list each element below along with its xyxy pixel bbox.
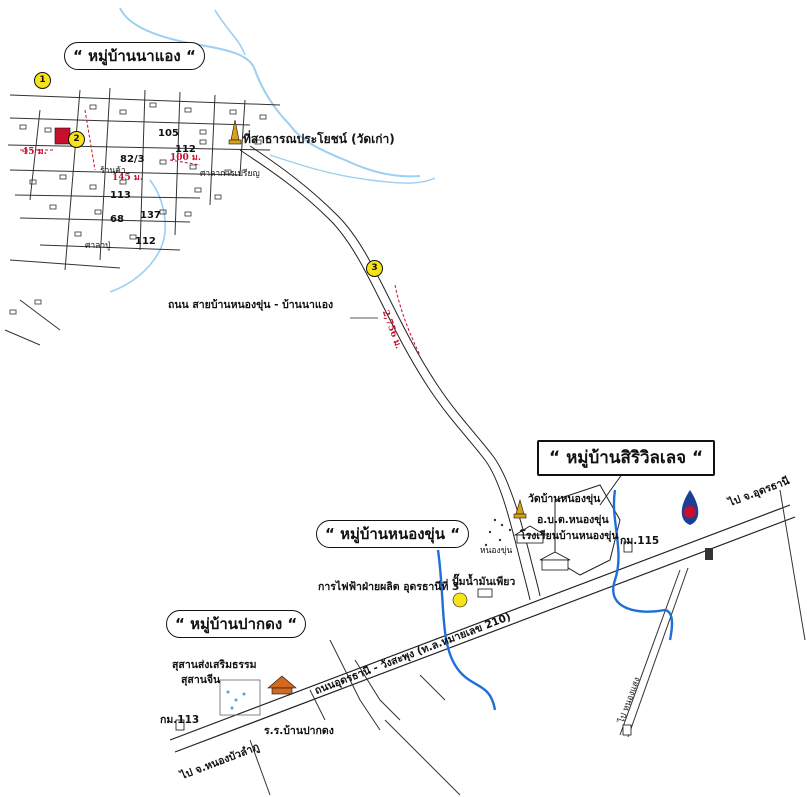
highway-210 (169, 504, 796, 753)
house-number-113: 113 (110, 190, 131, 201)
label-km113: กม.113 (160, 714, 200, 726)
distance-45: 45 ม. (22, 147, 47, 157)
distance-100: 100 ม. (170, 153, 201, 163)
label-cemetery-chin: สุสานจีน (181, 674, 221, 686)
label-electricity: การไฟฟ้าฝ่ายผลิต อุดรธานีที่ 3 (318, 581, 460, 593)
label-school-pak-dong: ร.ร.บ้านปากดง (264, 725, 334, 737)
house-symbols (9, 102, 267, 315)
label-public-land: ที่สาธารณประโยชน์ (วัดเก่า) (243, 132, 395, 146)
obt-building-icon (539, 551, 571, 571)
rivers (436, 489, 674, 711)
label-market: ศาลาปู่ (85, 241, 111, 251)
nong-khun-marks (484, 518, 512, 547)
label-shop: ร้านค้า (100, 166, 126, 176)
label-gas-station: ปั๊มน้ำมันเพียว (452, 576, 516, 588)
village-na-aeng-label: “ หมู่บ้านนาแอง “ (64, 42, 205, 70)
label-school-nong-khun: โรงเรียนบ้านหนองขุ่น (520, 530, 619, 542)
siriwillej-logo (681, 490, 699, 525)
house-number-68: 68 (110, 214, 124, 225)
electricity-icon (452, 592, 468, 608)
village-grid (4, 87, 281, 346)
km-post-icon (175, 541, 633, 736)
distance-lines-village (20, 109, 201, 171)
label-cemetery-songserm: สุสานส่งเสริมธรรม (172, 659, 257, 671)
house-number-112a: 112 (175, 144, 196, 155)
village-siriwillej-label: “ หมู่บ้านสิริวิลเลจ “ (537, 440, 716, 476)
side-roads (249, 489, 806, 796)
label-wat-nong-khun: วัดบ้านหนองขุ่น (528, 493, 601, 505)
phone-icon (705, 548, 713, 560)
label-km115: กม.115 (620, 535, 660, 547)
marker-3: 3 (366, 260, 383, 277)
house-number-82-3: 82/3 (120, 154, 145, 165)
cemetery-marks (226, 690, 246, 710)
marker-1: 1 (34, 72, 51, 89)
cemetery-box (219, 679, 261, 716)
temple-icon-wat-nong-khun (513, 498, 527, 519)
label-obt-nong-khun: อ.บ.ต.หนองขุ่น (537, 514, 609, 526)
gas-station-icon (477, 588, 493, 598)
distance-line-2756 (394, 284, 421, 356)
marker-2: 2 (68, 131, 85, 148)
house-number-112b: 112 (135, 236, 156, 247)
stream-right (269, 154, 436, 184)
stream-left (109, 179, 166, 293)
temple-icon-public-land (228, 119, 242, 145)
label-salakan: ศาลาการเปรียญ (200, 169, 260, 179)
chinese-cemetery-icon (267, 675, 297, 695)
house-number-137: 137 (140, 210, 161, 221)
school-icon-nong-khun (513, 525, 547, 544)
house-number-105: 105 (158, 128, 179, 139)
village-pak-dong-label: “ หมู่บ้านปากดง “ (166, 610, 307, 638)
label-connector-road: ถนน สายบ้านหนองขุ่น - บ้านนาแอง (168, 299, 334, 311)
stream-top (119, 7, 421, 178)
distance-145: 145 ม. (112, 173, 143, 183)
stream-top-2 (214, 9, 246, 56)
label-nong-khun-pond: หนองขุ่น (480, 546, 513, 556)
village-nong-khun-label: “ หมู่บ้านหนองขุ่น “ (316, 520, 470, 548)
